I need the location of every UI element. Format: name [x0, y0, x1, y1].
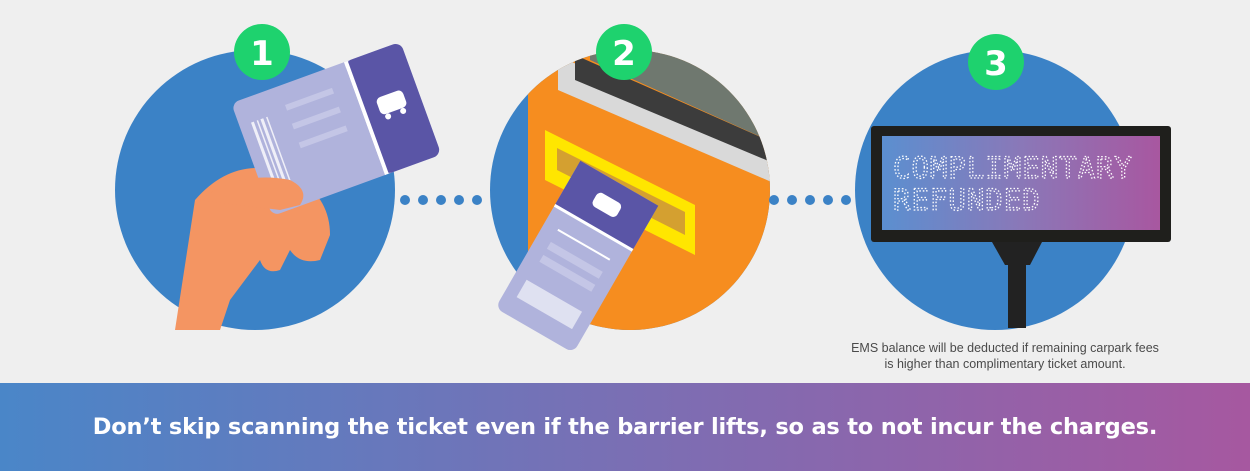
step-1-badge [234, 24, 290, 80]
ems-balance-note: EMS balance will be deducted if remainin… [800, 340, 1210, 372]
reminder-banner: Don’t skip scanning the ticket even if t… [0, 383, 1250, 471]
connector-dots-1 [400, 195, 482, 205]
thumb-icon [200, 177, 304, 210]
step-2-badge [596, 24, 652, 80]
car-icon [376, 90, 407, 120]
display-line-2: REFUNDED [893, 183, 1041, 217]
barcode-icon-2 [516, 279, 583, 330]
display-screen [882, 136, 1160, 230]
barcode-icon [251, 116, 292, 189]
step-2-insert-ticket: 2 [490, 24, 770, 351]
step-2-number: 2 [612, 34, 636, 74]
steps-illustration: 1 2 [115, 24, 1171, 351]
display-pole [1008, 240, 1026, 328]
step-1-number: 1 [250, 34, 274, 74]
step-1-scan-ticket: 1 [115, 24, 440, 330]
ticket-icon [233, 43, 440, 214]
step-3-display: COMPLIMENTARY REFUNDED 3 [855, 34, 1171, 330]
step-3-number: 3 [984, 44, 1008, 84]
note-line-2: is higher than complimentary ticket amou… [884, 357, 1126, 371]
connector-dots-2 [769, 195, 851, 205]
reminder-text: Don’t skip scanning the ticket even if t… [92, 414, 1158, 440]
car-icon-2 [592, 192, 622, 217]
ticket-icon-2 [498, 160, 659, 351]
note-line-1: EMS balance will be deducted if remainin… [851, 341, 1159, 355]
step-3-badge [968, 34, 1024, 90]
display-line-1: COMPLIMENTARY [893, 151, 1133, 185]
